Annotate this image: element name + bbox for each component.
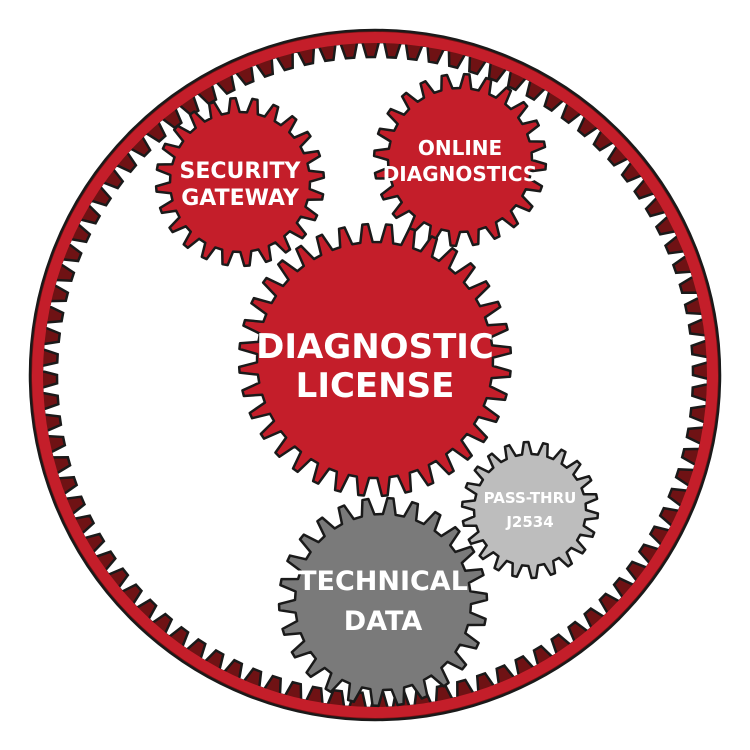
gear-label-line: PASS-THRU <box>484 489 577 507</box>
gear-label-line: GATEWAY <box>181 186 300 211</box>
gear-label-line: DIAGNOSTICS <box>383 162 538 186</box>
gear-shape <box>237 222 513 498</box>
gear-label-line: TECHNICAL <box>298 566 468 597</box>
gear-label-line: DATA <box>344 606 423 637</box>
gear-pass-thru-j2534: PASS-THRU J2534 <box>460 440 600 580</box>
gear-label-line: ONLINE <box>418 136 502 160</box>
gear-label-line: SECURITY <box>180 159 302 184</box>
gear-shape <box>460 440 600 580</box>
gear-online-diagnostics: ONLINE DIAGNOSTICS <box>372 72 548 248</box>
gear-diagnostic-license: DIAGNOSTIC LICENSE <box>237 222 513 498</box>
gear-label-line: DIAGNOSTIC <box>256 327 494 367</box>
gear-label-line: J2534 <box>505 513 553 531</box>
gear-label-line: LICENSE <box>296 366 455 406</box>
gear-technical-data: TECHNICAL DATA <box>277 496 489 708</box>
gear-shape <box>154 96 326 268</box>
gear-security-gateway: SECURITY GATEWAY <box>154 96 326 268</box>
gear-shape <box>372 72 548 248</box>
outer-ring-gear <box>28 28 722 722</box>
gear-shape <box>277 496 489 708</box>
outer-ring-teeth <box>28 28 722 722</box>
